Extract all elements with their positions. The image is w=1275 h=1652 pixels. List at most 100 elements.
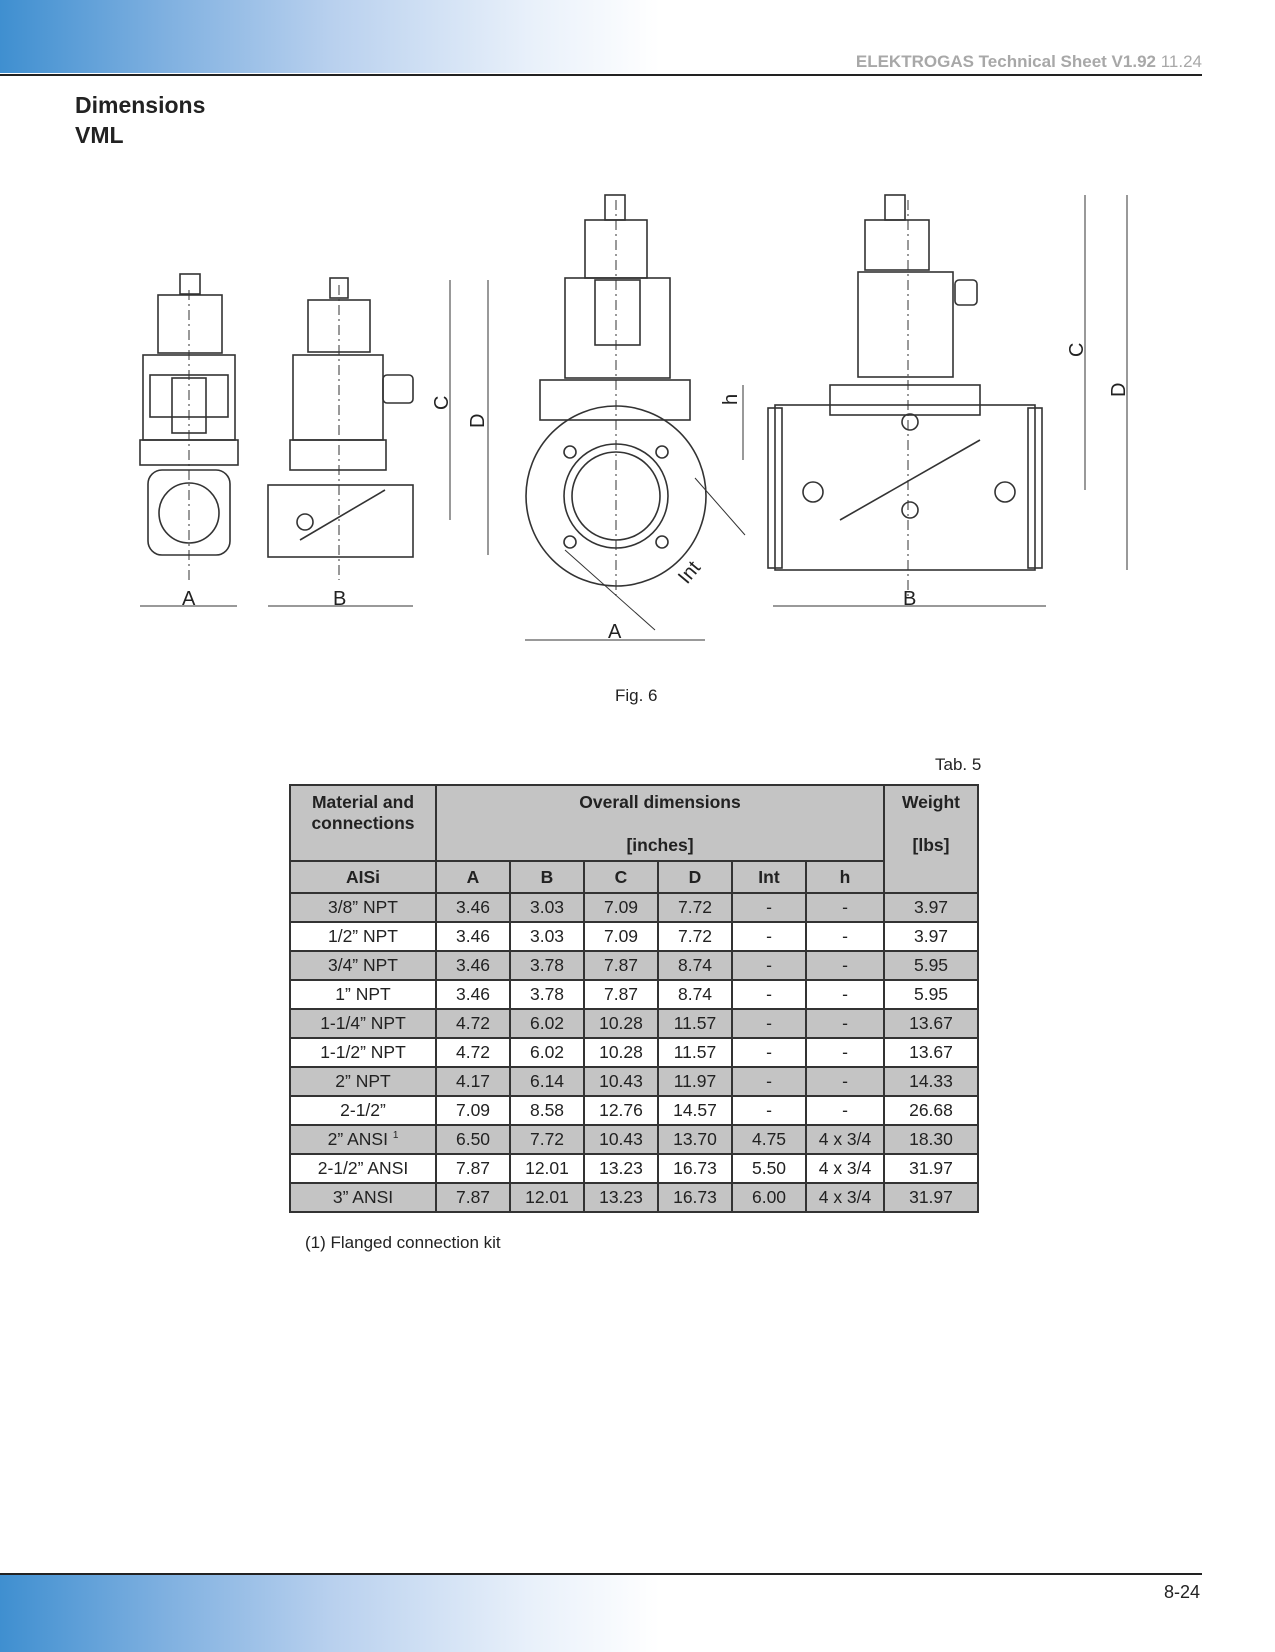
- cell-w: 13.67: [883, 1037, 979, 1068]
- cell-c: 7.87: [583, 979, 659, 1010]
- cell-connection: 1-1/2” NPT: [289, 1037, 437, 1068]
- footnote-text: Flanged connection kit: [330, 1233, 501, 1252]
- cell-h: 4 x 3/4: [805, 1153, 885, 1184]
- cell-a: 6.50: [435, 1124, 511, 1155]
- footer-band: [0, 1575, 660, 1652]
- cell-connection: 3/4” NPT: [289, 950, 437, 981]
- cell-d: 11.57: [657, 1037, 733, 1068]
- cell-w: 5.95: [883, 950, 979, 981]
- page-number: 8-24: [1163, 1582, 1200, 1602]
- table-footnote: (1) Flanged connection kit: [305, 1233, 501, 1253]
- cell-b: 3.03: [509, 892, 585, 923]
- connection-label: 2” ANSI: [327, 1129, 388, 1149]
- cell-c: 10.28: [583, 1037, 659, 1068]
- cell-h: -: [805, 1095, 885, 1126]
- header-text: ELEKTROGAS Technical Sheet V1.92 11.24: [856, 52, 1202, 72]
- cell-d: 11.97: [657, 1066, 733, 1097]
- cell-a: 7.87: [435, 1182, 511, 1213]
- footer-rule: [0, 1573, 1202, 1575]
- connection-label: 1” NPT: [335, 984, 391, 1004]
- cell-connection: 2-1/2”: [289, 1095, 437, 1126]
- header-rule: [0, 74, 1202, 76]
- cell-connection: 2” ANSI 1: [289, 1124, 437, 1155]
- cell-w: 5.95: [883, 979, 979, 1010]
- cell-d: 16.73: [657, 1182, 733, 1213]
- dim-label-b-large: B: [903, 588, 916, 610]
- cell-d: 8.74: [657, 979, 733, 1010]
- valve-small-side: [267, 277, 414, 580]
- cell-c: 13.23: [583, 1182, 659, 1213]
- cell-h: 4 x 3/4: [805, 1124, 885, 1155]
- cell-d: 7.72: [657, 892, 733, 923]
- cell-c: 7.09: [583, 921, 659, 952]
- header-col-d: D: [657, 860, 733, 894]
- valve-large-front: [525, 194, 707, 600]
- header-weight-label: Weight: [901, 792, 960, 812]
- cell-connection: 1/2” NPT: [289, 921, 437, 952]
- cell-a: 3.46: [435, 950, 511, 981]
- connection-label: 2-1/2”: [340, 1100, 386, 1120]
- cell-int: -: [731, 1008, 807, 1039]
- cell-h: -: [805, 979, 885, 1010]
- cell-h: -: [805, 1037, 885, 1068]
- connection-label: 3” ANSI: [332, 1187, 394, 1207]
- header-band: [0, 0, 660, 73]
- cell-a: 4.17: [435, 1066, 511, 1097]
- cell-int: -: [731, 1066, 807, 1097]
- header-brand: ELEKTROGAS Technical Sheet V1.92: [855, 52, 1156, 71]
- header-col-h: h: [805, 860, 885, 894]
- cell-c: 10.28: [583, 1008, 659, 1039]
- cell-int: 6.00: [731, 1182, 807, 1213]
- header-weight-unit: [lbs]: [912, 835, 950, 855]
- cell-b: 6.02: [509, 1008, 585, 1039]
- connection-label: 2” NPT: [335, 1071, 391, 1091]
- connection-label: 1-1/2” NPT: [320, 1042, 406, 1062]
- cell-d: 14.57: [657, 1095, 733, 1126]
- cell-h: -: [805, 921, 885, 952]
- cell-a: 3.46: [435, 892, 511, 923]
- cell-int: -: [731, 921, 807, 952]
- cell-b: 7.72: [509, 1124, 585, 1155]
- cell-w: 26.68: [883, 1095, 979, 1126]
- cell-int: -: [731, 892, 807, 923]
- cell-b: 3.03: [509, 921, 585, 952]
- cell-connection: 2-1/2” ANSI: [289, 1153, 437, 1184]
- cell-h: -: [805, 1066, 885, 1097]
- cell-a: 3.46: [435, 921, 511, 952]
- dimensions-table: Material and connections Overall dimensi…: [289, 784, 979, 1213]
- dim-label-h: h: [720, 394, 742, 405]
- connection-label: 3/4” NPT: [327, 955, 399, 975]
- cell-w: 31.97: [883, 1153, 979, 1184]
- connection-label: 3/8” NPT: [327, 897, 399, 917]
- cell-h: -: [805, 950, 885, 981]
- cell-connection: 3” ANSI: [289, 1182, 437, 1213]
- cell-b: 3.78: [509, 950, 585, 981]
- dim-label-a-large: A: [608, 621, 622, 643]
- cell-d: 11.57: [657, 1008, 733, 1039]
- header-material: Material and connections: [289, 784, 437, 862]
- header-weight: Weight [lbs]: [883, 784, 979, 894]
- cell-a: 7.87: [435, 1153, 511, 1184]
- figure-caption: Fig. 6: [615, 686, 658, 705]
- cell-w: 3.97: [883, 921, 979, 952]
- cell-int: -: [731, 979, 807, 1010]
- cell-c: 10.43: [583, 1124, 659, 1155]
- cell-int: -: [731, 950, 807, 981]
- cell-a: 7.09: [435, 1095, 511, 1126]
- title-line1: Dimensions: [75, 92, 206, 118]
- cell-connection: 1” NPT: [289, 979, 437, 1010]
- cell-c: 13.23: [583, 1153, 659, 1184]
- header-date: 11.24: [1160, 52, 1202, 71]
- cell-connection: 3/8” NPT: [289, 892, 437, 923]
- cell-w: 13.67: [883, 1008, 979, 1039]
- dim-label-b: B: [333, 588, 346, 610]
- header-col-a: A: [435, 860, 511, 894]
- cell-connection: 2” NPT: [289, 1066, 437, 1097]
- cell-d: 7.72: [657, 921, 733, 952]
